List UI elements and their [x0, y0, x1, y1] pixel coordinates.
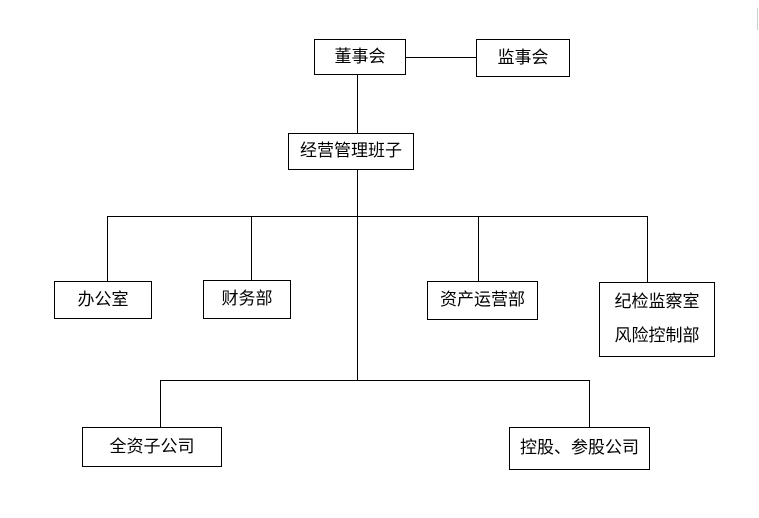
board-of-directors-label: 董事会 — [334, 46, 386, 67]
holding-participating-companies-label: 控股、参股公司 — [520, 438, 639, 458]
edge-marker — [757, 8, 758, 30]
finance-department-label: 财务部 — [221, 289, 273, 309]
wholly-owned-subsidiaries-box: 全资子公司 — [82, 427, 222, 467]
office-box: 办公室 — [54, 281, 152, 319]
risk-control-label: 风险控制部 — [614, 326, 700, 346]
discipline-inspection-label: 纪检监察室 — [614, 292, 700, 312]
asset-operations-department-label: 资产运营部 — [440, 290, 525, 310]
supervisory-board-label: 监事会 — [497, 47, 549, 68]
holding-participating-companies-box: 控股、参股公司 — [509, 427, 650, 470]
finance-department-box: 财务部 — [203, 280, 291, 319]
board-of-directors-box: 董事会 — [314, 39, 406, 75]
management-team-box: 经营管理班子 — [288, 133, 414, 170]
asset-operations-department-box: 资产运营部 — [427, 281, 538, 320]
wholly-owned-subsidiaries-label: 全资子公司 — [109, 436, 195, 457]
office-label: 办公室 — [77, 289, 129, 310]
discipline-risk-control-box: 纪检监察室 风险控制部 — [599, 282, 715, 357]
management-team-label: 经营管理班子 — [300, 141, 402, 161]
supervisory-board-box: 监事会 — [476, 39, 570, 77]
